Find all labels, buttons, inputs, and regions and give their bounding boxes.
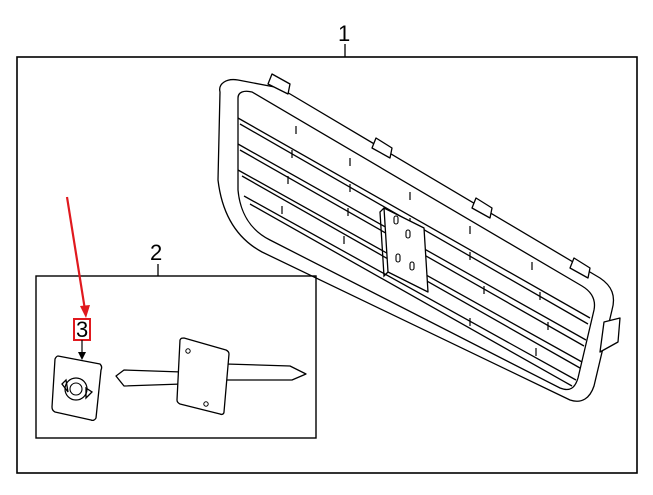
retainer-clip	[51, 355, 103, 422]
retainer-plate-hole-bottom	[203, 401, 209, 407]
grille-emblem-plate	[383, 207, 429, 293]
kit-frame	[35, 275, 317, 439]
outer-frame	[16, 56, 638, 474]
grille-clip-marks	[281, 126, 549, 356]
highlight-arrow-head	[80, 305, 90, 318]
grille-emblem-plate-side	[379, 207, 389, 278]
grille-side-tab	[599, 317, 621, 353]
grille-inner-frame	[237, 90, 596, 391]
grille-top-tab-3	[471, 197, 493, 219]
retainer-clip-hole	[69, 382, 83, 396]
grille-emblem-holes	[393, 215, 415, 271]
grille-top-tab-1	[267, 73, 291, 95]
retainer-clip-tab-right	[85, 386, 94, 400]
grille-assembly	[217, 73, 621, 402]
grille-slat-4	[243, 195, 577, 381]
retainer-clip-tab-left	[61, 378, 69, 393]
highlight-arrow-line	[65, 196, 87, 311]
retainer-rod-left	[115, 369, 183, 387]
retainer-rod-right	[225, 363, 307, 381]
grille-top-tab-4	[569, 257, 591, 279]
callout-3-leader-arrow	[78, 352, 86, 360]
callout-3: 3	[76, 317, 88, 342]
grille-top-tab-2	[371, 137, 393, 159]
grille-slat-1	[237, 117, 591, 319]
retainer-plate	[176, 337, 230, 416]
callout-1: 1	[338, 21, 350, 46]
retainer-plate-hole-top	[185, 348, 191, 354]
callout-2: 2	[150, 240, 162, 265]
retainer-bracket	[115, 337, 307, 416]
grille-slat-4b	[249, 203, 573, 387]
